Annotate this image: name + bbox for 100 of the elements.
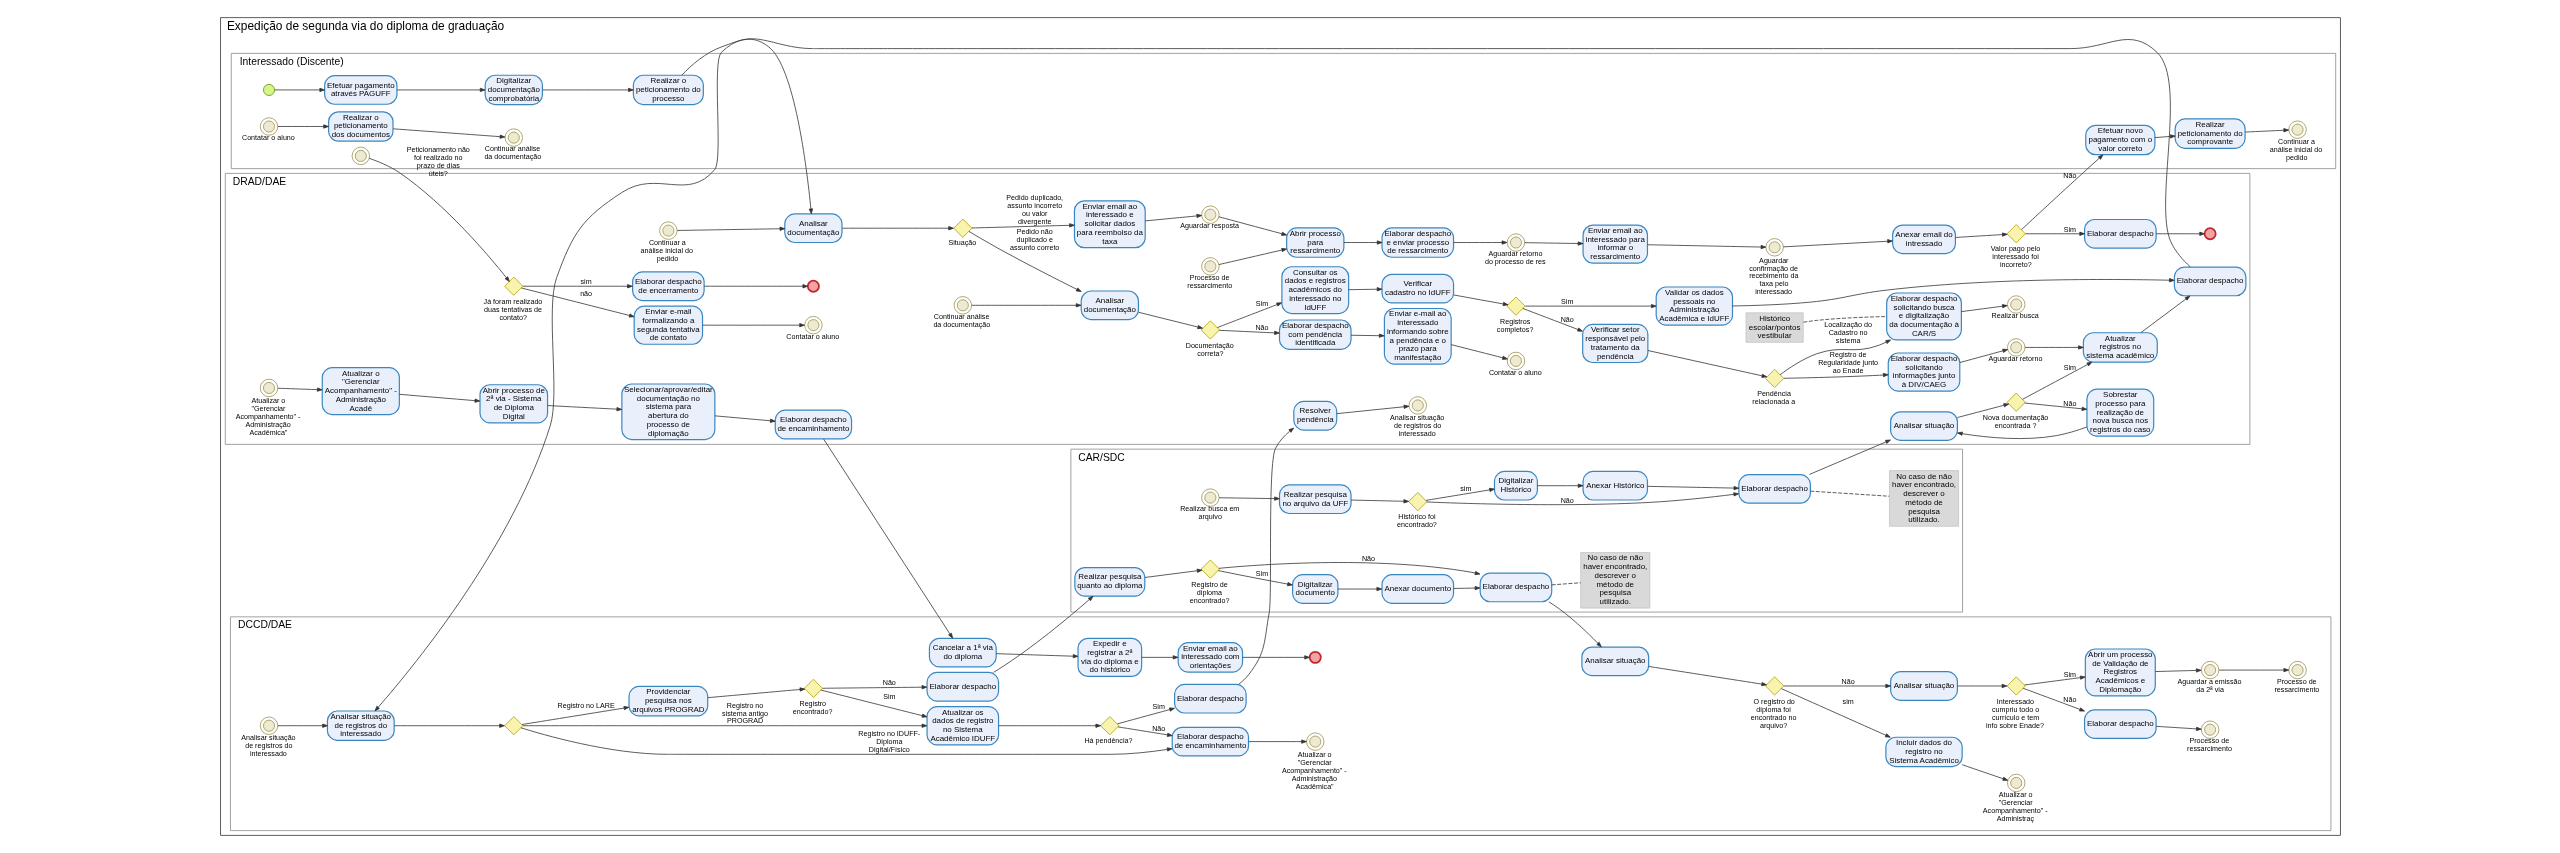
arrow — [1956, 426, 2087, 439]
node-diamond — [2006, 224, 2026, 244]
arrow — [1218, 216, 1287, 236]
arrow — [968, 231, 1082, 292]
node-circle — [806, 279, 820, 293]
arrow — [707, 687, 805, 699]
node-box: Elaborar despacho — [925, 671, 999, 702]
node-box: Expedir e registrar a 2ª via do diploma e do histórico — [1076, 637, 1142, 678]
node-diamond — [1200, 559, 1220, 579]
node-box: Abrir um processo de Validação de Registros Acadêmicos e Diplomação — [2084, 648, 2156, 697]
node-box: Analisar situação de registros do interessado — [326, 710, 395, 741]
node-box: Elaborar despacho de encerramento — [631, 271, 705, 302]
arrow — [1337, 586, 1382, 592]
node-diamond — [1099, 716, 1119, 736]
node-box: Cancelar a 1ª via do diploma — [928, 637, 997, 668]
arrow — [1452, 240, 1507, 245]
arrow — [2140, 295, 2190, 333]
arrow — [2155, 725, 2202, 731]
node-box: Analisar documentação — [783, 213, 843, 244]
node-box: Abrir processo de 2ª via - Sistema de Diploma Digital — [478, 384, 548, 424]
arrow — [396, 87, 485, 92]
arrow — [1247, 739, 1307, 744]
node-box: Digitalizar documentação comprobatória — [484, 74, 543, 106]
arrow — [1521, 308, 1583, 332]
node-diamond — [2006, 392, 2026, 412]
arrow — [520, 287, 635, 318]
node-box: Digitalizar documento — [1291, 574, 1338, 604]
node-box: Incluir dados do registro no Sistema Acadêmico — [1884, 736, 1963, 768]
arrow — [1780, 688, 1891, 738]
node-box: Verificar cadastro no IdUFF — [1380, 273, 1454, 304]
arrow — [1350, 499, 1409, 504]
node-box: Atualizar o "Gerenciar Acompanhamento" - Administração Acadê — [321, 367, 400, 416]
node-diamond — [1764, 368, 1784, 389]
arrow — [1808, 439, 1891, 475]
arrow — [1523, 241, 1583, 246]
arrow — [393, 723, 505, 728]
node-box: Elaborar despacho e enviar processo de ressarcimento — [1380, 227, 1454, 258]
arrow — [521, 706, 629, 725]
arrow — [1347, 287, 1382, 292]
arrow — [1137, 311, 1203, 330]
arrow — [1218, 329, 1280, 335]
arrow — [1782, 239, 1893, 248]
node-box: Anexar email do intressado — [1891, 224, 1956, 255]
node-circle — [1308, 650, 1322, 664]
arrow — [1425, 492, 1739, 506]
node-box: Elaborar despacho solicitando informações junto à DIV/CAEG — [1887, 352, 1960, 392]
node-box: Selecionar/aprovar/editar documentação no sistema para abertura do processo de diplomação — [620, 383, 715, 441]
arrow — [1424, 487, 1495, 501]
node-box: Realizar pesquisa no arquivo da UFF — [1278, 484, 1352, 515]
arrow — [520, 727, 1173, 755]
arrow — [1343, 240, 1382, 245]
node-box: Histórico escolar/pontos vestibular — [1745, 312, 1804, 343]
arrow — [2024, 345, 2084, 350]
arrow — [1140, 655, 1178, 660]
arrow — [1144, 568, 1202, 578]
node-box: Analisar situação — [1889, 671, 1958, 701]
node-box: Providenciar pesquisa nos arquivos PROGRAD — [627, 685, 708, 717]
arrow — [676, 226, 785, 231]
arrow — [1144, 213, 1202, 222]
node-box: Elaborar despacho — [1479, 572, 1552, 603]
arrow — [522, 723, 927, 728]
arrow — [273, 87, 325, 92]
arrow — [2154, 668, 2201, 673]
arrow — [1218, 248, 1287, 265]
arrow — [995, 653, 1078, 659]
arrow — [701, 323, 805, 328]
node-box: Elaborar despacho de encaminhamento — [1171, 726, 1249, 757]
arrow — [2022, 687, 2085, 712]
arrow — [2155, 231, 2205, 236]
node-box: Efetuar novo pagamento com o valor correto — [2084, 124, 2155, 156]
node-box: Abrir processo para ressarcimento — [1285, 227, 1344, 258]
node-box: Validar os dados pessoais no Administração Acadêmica e IdUFF — [1655, 286, 1733, 326]
arrow — [2021, 361, 2092, 400]
arrow — [821, 685, 927, 690]
node-box: Realizar peticionamento do comprovante — [2174, 118, 2246, 149]
node-box: Anexar documento — [1380, 574, 1454, 604]
node-box: Efetuar pagamento através PAGUFF — [323, 75, 398, 105]
node-box: Realizar o peticionamento do processo — [632, 74, 704, 106]
arrow — [398, 393, 480, 403]
arrow — [1958, 348, 2008, 363]
node-box: Analisar situação — [1889, 411, 1958, 441]
arrow — [714, 415, 776, 423]
node-box: Enviar email ao interessado com orientações — [1177, 642, 1243, 673]
connector — [1550, 582, 1581, 586]
arrow — [841, 226, 954, 231]
arrow — [1536, 483, 1583, 488]
node-box: Sobrestar processo para realização de nova busca nos registros do caso — [2085, 388, 2154, 437]
arrow — [997, 723, 1101, 728]
node-box: Realizar o peticionamento dos documentos — [327, 111, 394, 142]
arrow — [970, 303, 1081, 308]
arrow — [546, 405, 622, 412]
node-box: Elaborar despacho — [1173, 683, 1247, 714]
arrow — [1646, 244, 1766, 250]
arrow — [1782, 372, 1889, 379]
node-diamond — [503, 716, 523, 736]
arrow — [1452, 294, 1508, 306]
arrow — [368, 157, 510, 282]
node-box: Enviar e-mail ao interessado informando sobre a pendência e o prazo para manifestação — [1383, 307, 1452, 365]
connector — [1802, 316, 1887, 323]
arrow — [1961, 764, 2008, 781]
